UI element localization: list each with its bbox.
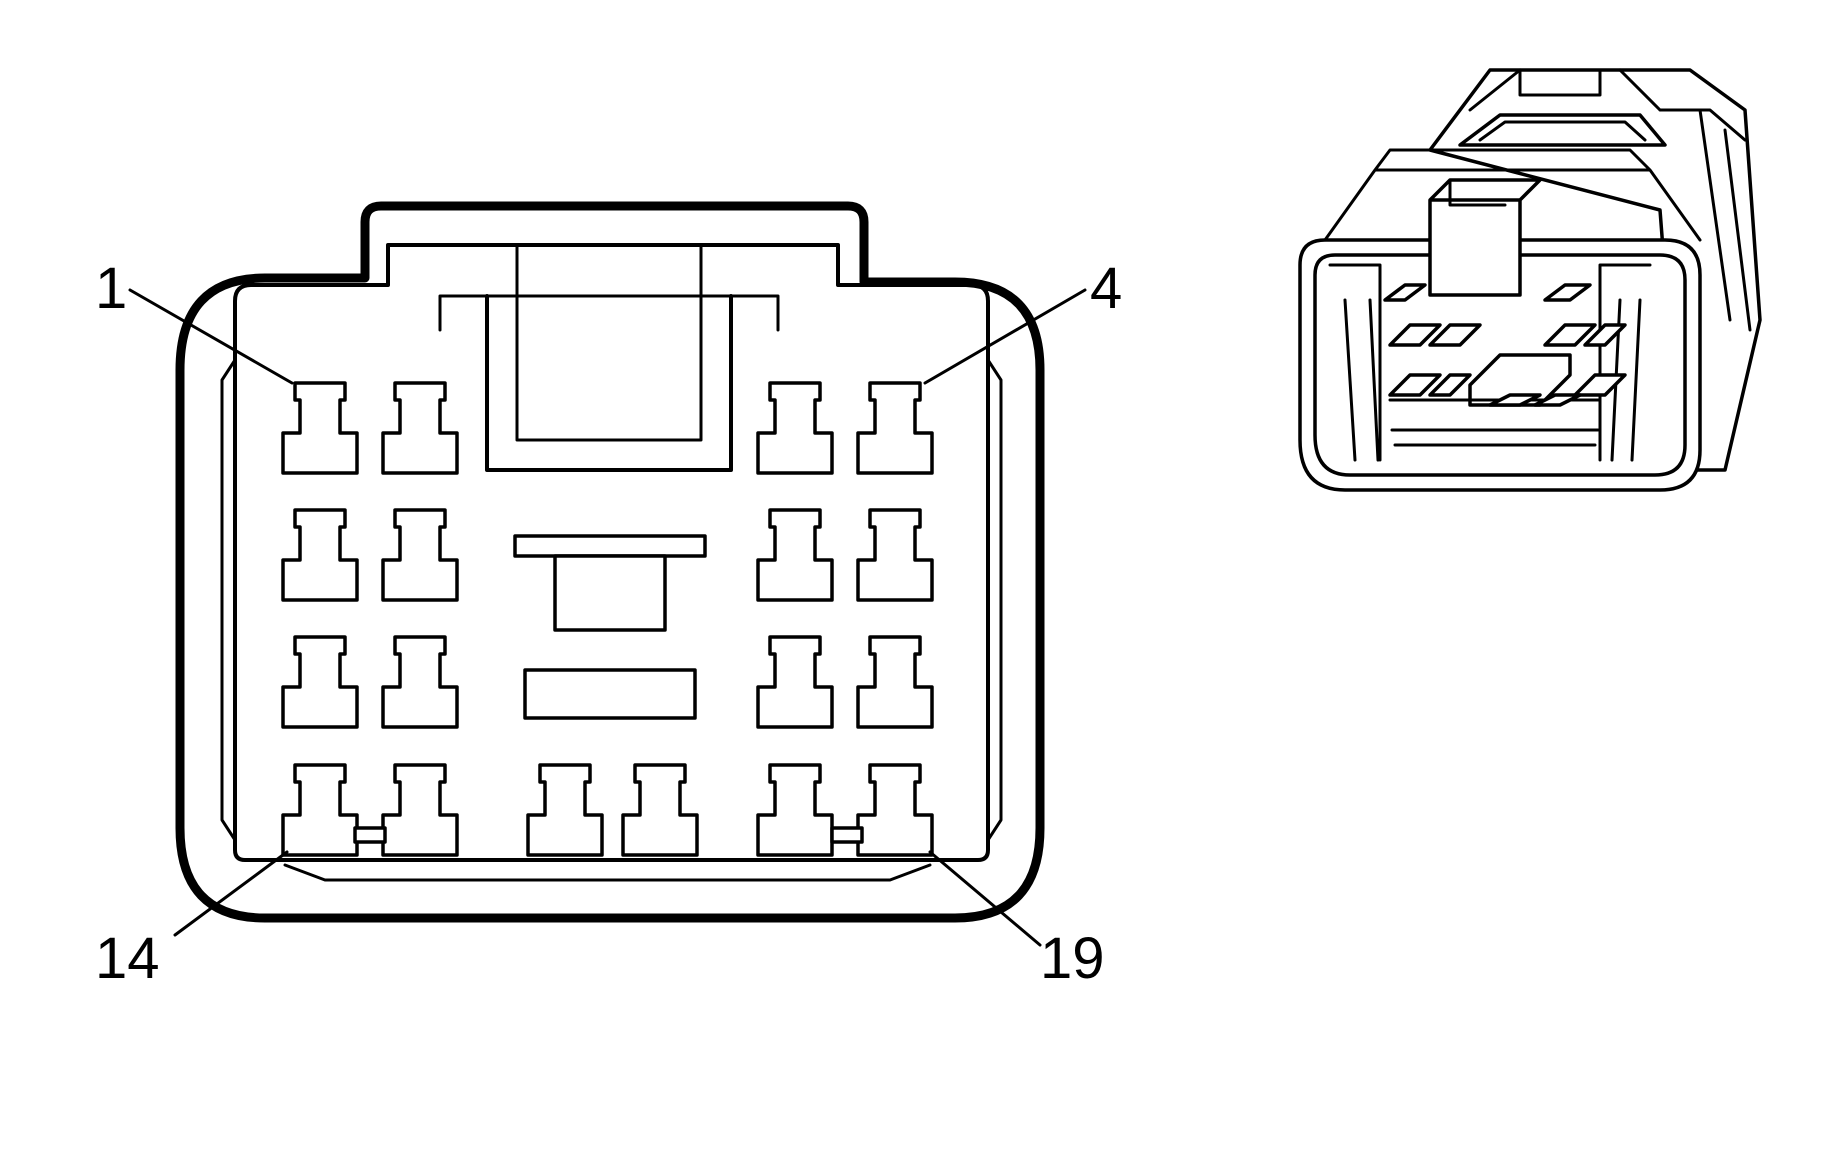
center-key-bar: [513, 534, 707, 558]
terminal-cavity: [856, 381, 934, 475]
terminal-cavities: [281, 381, 934, 857]
pin-label-1: 1: [95, 256, 127, 321]
leader-line-pin-19: [928, 850, 1042, 947]
terminal-cavity: [756, 763, 834, 857]
terminal-cavity: [381, 763, 459, 857]
terminal-cavity: [856, 508, 934, 602]
center-key-stem: [553, 554, 667, 632]
iso-terminal-row-1: [1383, 283, 1592, 302]
connector-face-view: 1 4 14 19: [95, 201, 1122, 991]
leader-line-pin-4: [923, 288, 1087, 385]
terminal-cavity: [381, 635, 459, 729]
inner-top-step: [438, 294, 780, 332]
pin-label-19: 19: [1040, 926, 1105, 991]
terminal-cavity: [381, 508, 459, 602]
left-side-rail: [220, 358, 237, 842]
terminal-cavity: [621, 763, 699, 857]
iso-interior-walls: [1328, 263, 1652, 462]
iso-top-latch-slot: [1478, 120, 1647, 142]
terminal-cavity: [281, 381, 359, 475]
iso-terminal-row-3: [1388, 373, 1627, 397]
terminal-cavity: [756, 635, 834, 729]
latch-window-inner: [515, 244, 703, 442]
terminal-cavity: [281, 763, 359, 857]
terminal-cavity: [756, 381, 834, 475]
connector-outer-housing: [175, 201, 1045, 923]
iso-shroud-bevel: [1323, 148, 1702, 242]
iso-bottom-terminals: [1488, 393, 1582, 407]
leader-line-pin-1: [128, 288, 294, 385]
iso-top-ribs: [1468, 68, 1752, 332]
bottom-left-tie: [353, 826, 387, 844]
right-side-rail: [986, 358, 1003, 842]
iso-terminal-row-2: [1388, 323, 1627, 347]
terminal-cavity: [856, 635, 934, 729]
terminal-cavity: [381, 381, 459, 475]
terminal-cavity: [281, 508, 359, 602]
center-lower-slot: [523, 668, 697, 720]
terminal-cavity: [526, 763, 604, 857]
iso-latch-window-depth: [1448, 178, 1542, 207]
iso-center-key: [1468, 353, 1572, 407]
pin-label-4: 4: [1090, 256, 1122, 321]
terminal-cavity: [281, 635, 359, 729]
leader-line-pin-14: [173, 850, 289, 937]
connector-inner-cavity: [233, 243, 990, 862]
pin-label-14: 14: [95, 926, 160, 991]
bottom-lip: [283, 863, 932, 882]
connector-isometric-view: [1298, 68, 1762, 492]
bottom-right-tie: [830, 826, 864, 844]
terminal-cavity: [856, 763, 934, 857]
terminal-cavity: [756, 508, 834, 602]
latch-window-outer: [485, 294, 733, 472]
